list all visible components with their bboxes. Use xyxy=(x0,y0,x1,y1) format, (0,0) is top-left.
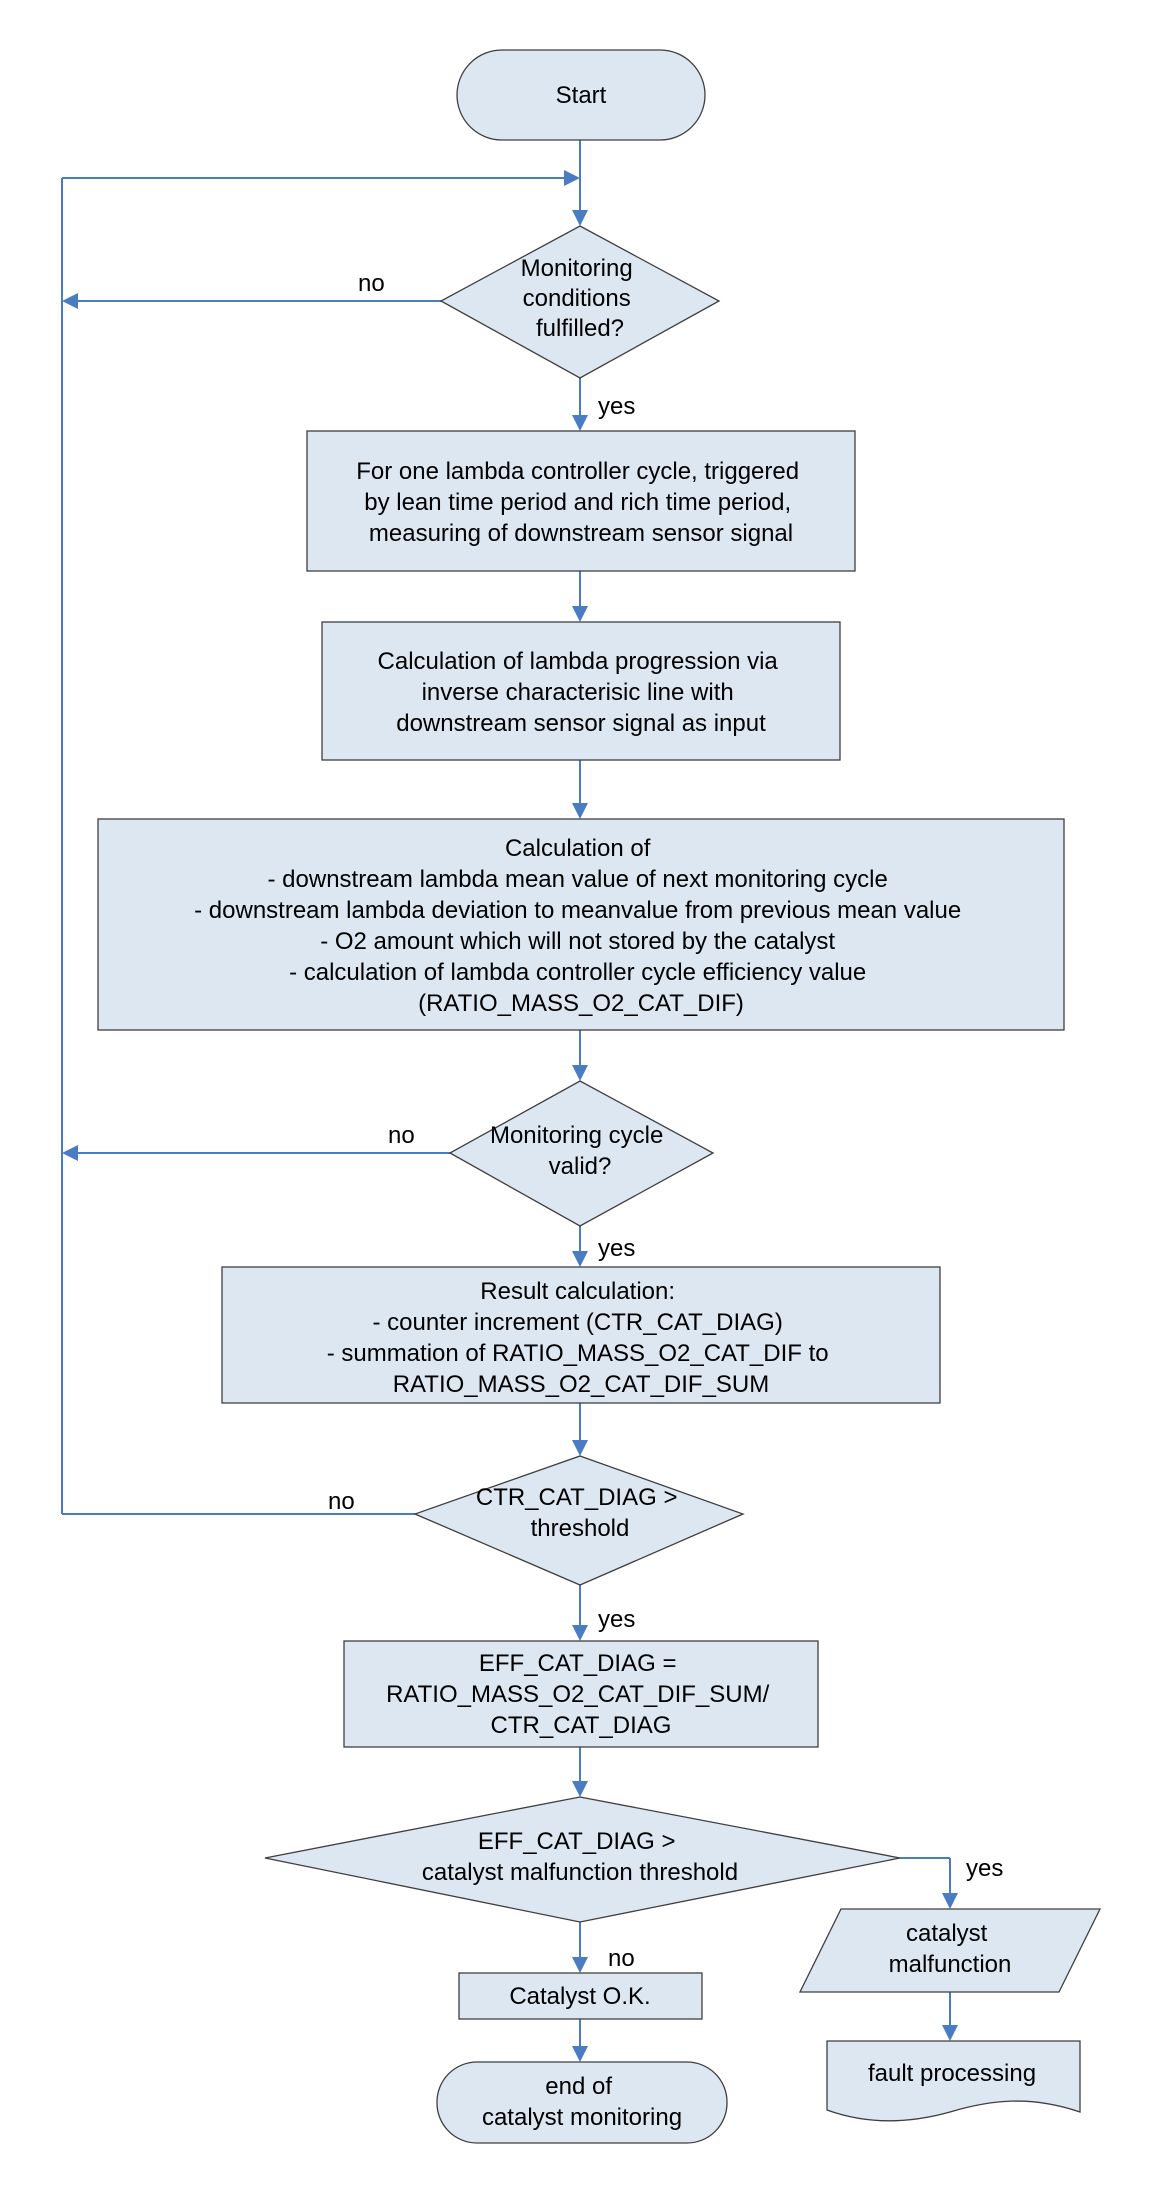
node-line: Result calculation: xyxy=(480,1278,675,1305)
edge-measure-to-progression xyxy=(572,571,588,622)
process-calculation-of: Calculation of - downstream lambda mean … xyxy=(97,818,1065,1031)
label-conditions-no: no xyxy=(358,270,385,297)
node-line: malfunction xyxy=(889,1951,1012,1978)
edge-eff-no xyxy=(572,1922,588,1973)
end-node-text: end of catalyst monitoring xyxy=(482,2073,682,2131)
node-line: end of xyxy=(545,2073,612,2100)
node-line: threshold xyxy=(531,1515,630,1542)
node-line: Calculation of xyxy=(505,835,651,862)
edge-loop-return xyxy=(61,170,580,1514)
node-line: EFF_CAT_DIAG = xyxy=(479,1650,677,1677)
process-measure-signal: For one lambda controller cycle, trigger… xyxy=(306,430,856,572)
node-line: - downstream lambda mean value of next m… xyxy=(268,866,888,893)
node-line: (RATIO_MASS_O2_CAT_DIF) xyxy=(418,990,744,1017)
edge-result-to-ctr xyxy=(572,1403,588,1456)
node-line: - summation of RATIO_MASS_O2_CAT_DIF to xyxy=(327,1340,829,1367)
node-line: fault processing xyxy=(868,2060,1036,2087)
process-calculation-of-text: Calculation of - downstream lambda mean … xyxy=(194,835,968,1017)
decision-ctr-threshold: CTR_CAT_DIAG > threshold xyxy=(413,1455,745,1586)
edge-valid-no xyxy=(62,1145,450,1161)
edge-valid-yes xyxy=(572,1226,588,1267)
node-line: catalyst malfunction threshold xyxy=(422,1859,738,1886)
decision-cycle-valid: Monitoring cycle valid? xyxy=(448,1080,715,1227)
label-conditions-yes: yes xyxy=(598,393,635,420)
label-eff-yes: yes xyxy=(966,1855,1003,1882)
decision-eff-threshold: EFF_CAT_DIAG > catalyst malfunction thre… xyxy=(264,1796,901,1923)
node-line: by lean time period and rich time period… xyxy=(364,489,791,516)
node-line: Calculation of lambda progression via xyxy=(378,648,779,675)
node-line: RATIO_MASS_O2_CAT_DIF_SUM xyxy=(393,1371,770,1398)
end-node: end of catalyst monitoring xyxy=(436,2061,728,2144)
node-line: Catalyst O.K. xyxy=(509,1983,650,2010)
edge-conditions-yes xyxy=(572,378,588,431)
edge-malfunction-to-fault xyxy=(942,1992,958,2041)
document-fault-processing-text: fault processing xyxy=(868,2060,1036,2087)
process-result-calculation-text: Result calculation: - counter increment … xyxy=(327,1278,836,1398)
node-line: catalyst monitoring xyxy=(482,2104,682,2131)
node-line: - O2 amount which will not stored by the… xyxy=(320,928,835,955)
edge-calculation-to-valid xyxy=(572,1030,588,1081)
process-lambda-progression-text: Calculation of lambda progression via in… xyxy=(378,648,785,737)
node-line: EFF_CAT_DIAG > xyxy=(478,1828,676,1855)
edge-conditions-no xyxy=(62,293,441,309)
process-eff-calculation-text: EFF_CAT_DIAG = RATIO_MASS_O2_CAT_DIF_SUM… xyxy=(386,1650,776,1739)
decision-cycle-valid-text: Monitoring cycle valid? xyxy=(490,1122,670,1180)
node-line: Monitoring xyxy=(521,255,633,282)
decision-monitoring-conditions-text: Monitoring conditions fulfilled? xyxy=(521,255,640,342)
node-line: CTR_CAT_DIAG > xyxy=(476,1484,678,1511)
edge-progression-to-calculation xyxy=(572,760,588,819)
edge-effcalc-to-effdecision xyxy=(572,1747,588,1797)
process-catalyst-ok-text: Catalyst O.K. xyxy=(509,1983,650,2010)
node-line: Monitoring cycle xyxy=(490,1122,663,1149)
node-line: For one lambda controller cycle, trigger… xyxy=(356,458,799,485)
node-line: measuring of downstream sensor signal xyxy=(369,520,793,547)
data-catalyst-malfunction-text: catalyst malfunction xyxy=(889,1920,1012,1978)
process-result-calculation: Result calculation: - counter increment … xyxy=(221,1266,941,1404)
process-measure-signal-text: For one lambda controller cycle, trigger… xyxy=(356,458,806,547)
data-catalyst-malfunction: catalyst malfunction xyxy=(798,1908,1102,1993)
node-line: valid? xyxy=(549,1153,612,1180)
start-node: Start xyxy=(456,49,706,141)
edge-ctr-yes xyxy=(572,1585,588,1641)
label-valid-no: no xyxy=(388,1122,415,1149)
edge-eff-yes xyxy=(900,1857,958,1909)
node-line: fulfilled? xyxy=(536,315,624,342)
document-fault-processing: fault processing xyxy=(826,2040,1081,2122)
decision-ctr-threshold-text: CTR_CAT_DIAG > threshold xyxy=(476,1484,684,1542)
node-line: downstream sensor signal as input xyxy=(396,710,766,737)
node-line: RATIO_MASS_O2_CAT_DIF_SUM/ xyxy=(386,1681,770,1708)
node-line: - downstream lambda deviation to meanval… xyxy=(194,897,961,924)
decision-monitoring-conditions: Monitoring conditions fulfilled? xyxy=(439,225,721,379)
label-eff-no: no xyxy=(608,1945,635,1972)
process-catalyst-ok: Catalyst O.K. xyxy=(458,1972,703,2020)
decision-eff-threshold-text: EFF_CAT_DIAG > catalyst malfunction thre… xyxy=(422,1828,738,1886)
node-line: inverse characterisic line with xyxy=(422,679,734,706)
label-valid-yes: yes xyxy=(598,1235,635,1262)
label-ctr-no: no xyxy=(328,1488,355,1515)
node-line: - counter increment (CTR_CAT_DIAG) xyxy=(373,1309,783,1336)
node-line: Start xyxy=(556,82,607,109)
node-line: CTR_CAT_DIAG xyxy=(491,1712,672,1739)
edge-ok-to-end xyxy=(572,2019,588,2062)
node-line: - calculation of lambda controller cycle… xyxy=(289,959,866,986)
start-node-text: Start xyxy=(556,82,607,109)
node-line: catalyst xyxy=(906,1920,988,1947)
process-lambda-progression: Calculation of lambda progression via in… xyxy=(321,621,841,761)
edge-start-to-conditions xyxy=(572,140,588,226)
node-line: conditions xyxy=(523,285,631,312)
process-eff-calculation: EFF_CAT_DIAG = RATIO_MASS_O2_CAT_DIF_SUM… xyxy=(343,1640,819,1748)
label-ctr-yes: yes xyxy=(598,1606,635,1633)
